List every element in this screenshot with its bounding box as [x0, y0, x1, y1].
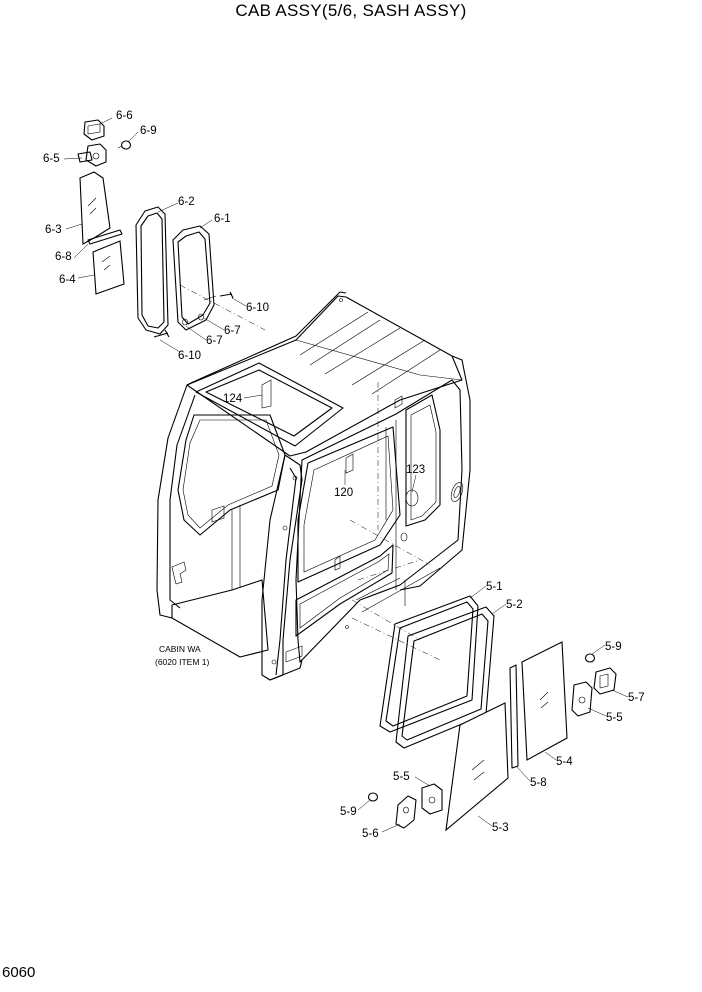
callout-120: 120	[334, 487, 353, 499]
page-number: 6060	[2, 964, 36, 981]
part-5-9-left	[367, 792, 379, 802]
callout-6-2: 6-2	[178, 196, 195, 208]
page-title: CAB ASSY(5/6, SASH ASSY)	[235, 1, 467, 20]
callout-6-5: 6-5	[43, 153, 60, 165]
callout-5-8: 5-8	[530, 777, 547, 789]
callout-6-1: 6-1	[214, 213, 231, 225]
callout-6-7-a: 6-7	[224, 325, 241, 337]
callout-5-2: 5-2	[506, 599, 523, 611]
callout-5-9-b: 5-9	[340, 806, 357, 818]
part-6-6	[83, 119, 105, 141]
part-6-8	[87, 229, 123, 245]
part-5-1	[379, 595, 479, 733]
callout-5-5-b: 5-5	[393, 771, 410, 783]
cabin-note-line1: CABIN WA	[159, 644, 201, 654]
callout-5-1: 5-1	[486, 581, 503, 593]
part-6-10-lower	[153, 329, 170, 338]
cabin-body	[156, 291, 471, 681]
leader-lines	[63, 117, 629, 833]
upper-sash-group	[77, 119, 266, 338]
callout-5-4: 5-4	[556, 756, 573, 768]
part-5-7	[593, 667, 617, 695]
part-5-4	[521, 641, 568, 761]
callout-124: 124	[223, 393, 243, 405]
callout-5-3: 5-3	[492, 822, 509, 834]
part-6-3	[79, 171, 111, 245]
part-5-3	[445, 702, 509, 832]
cabin-note-line2: (6020 ITEM 1)	[155, 657, 209, 667]
part-6-2	[135, 206, 169, 335]
lower-sash-group	[351, 595, 617, 832]
callout-6-8: 6-8	[55, 251, 72, 263]
callout-123: 123	[406, 464, 425, 476]
callout-6-7-b: 6-7	[206, 335, 223, 347]
part-6-1	[172, 225, 215, 331]
callout-6-3: 6-3	[45, 224, 62, 236]
part-5-5-left	[421, 783, 443, 815]
part-6-9	[120, 140, 132, 150]
callout-5-6: 5-6	[362, 828, 379, 840]
callout-6-9: 6-9	[140, 125, 157, 137]
part-6-5	[85, 143, 107, 167]
callout-labels: 6-6 6-9 6-5 6-3 6-8 6-4 6-2 6-1 6-10 6-7…	[43, 110, 645, 840]
part-5-9-right	[584, 653, 596, 663]
callout-5-9-a: 5-9	[605, 641, 622, 653]
part-5-5-right	[571, 681, 593, 717]
part-6-10-upper	[219, 291, 234, 299]
callout-6-4: 6-4	[59, 274, 76, 286]
part-5-8	[509, 664, 519, 769]
callout-5-5-a: 5-5	[606, 712, 623, 724]
callout-6-6: 6-6	[116, 110, 133, 122]
callout-6-10-b: 6-10	[178, 350, 201, 362]
callout-6-10-a: 6-10	[246, 302, 269, 314]
part-6-4	[92, 240, 125, 295]
callout-5-7: 5-7	[628, 692, 645, 704]
part-5-6	[395, 795, 417, 829]
